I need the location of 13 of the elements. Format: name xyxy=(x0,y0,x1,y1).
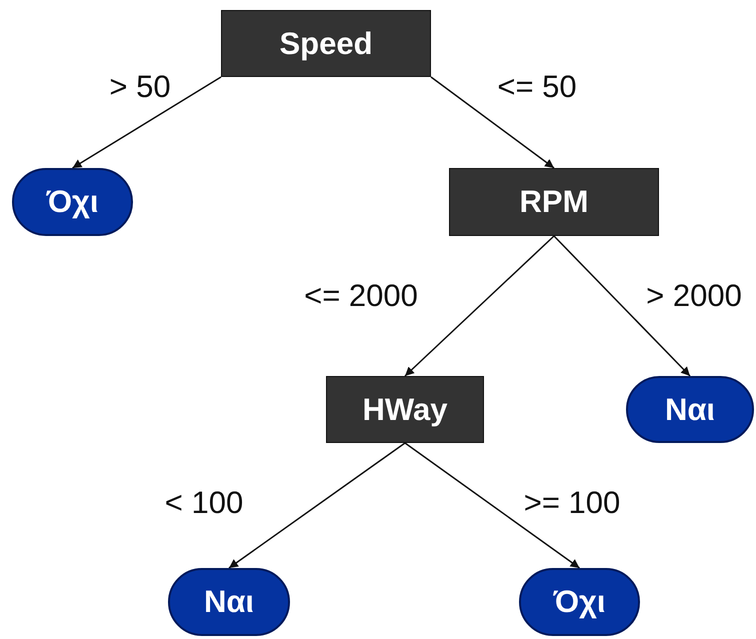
arrow xyxy=(553,235,691,377)
decision-box: HWay xyxy=(326,376,484,443)
leaf-node: Ναι xyxy=(626,376,754,443)
decision-box: RPM xyxy=(449,168,659,236)
arrow xyxy=(404,442,580,569)
leaf-node: Όχι xyxy=(12,168,133,236)
arrow xyxy=(72,76,222,169)
leaf-node: Ναι xyxy=(168,568,290,636)
arrow xyxy=(404,235,555,377)
arrow xyxy=(430,76,554,169)
arrow xyxy=(228,442,406,569)
leaf-node: Όχι xyxy=(519,568,640,636)
decision-box: Speed xyxy=(221,10,431,77)
